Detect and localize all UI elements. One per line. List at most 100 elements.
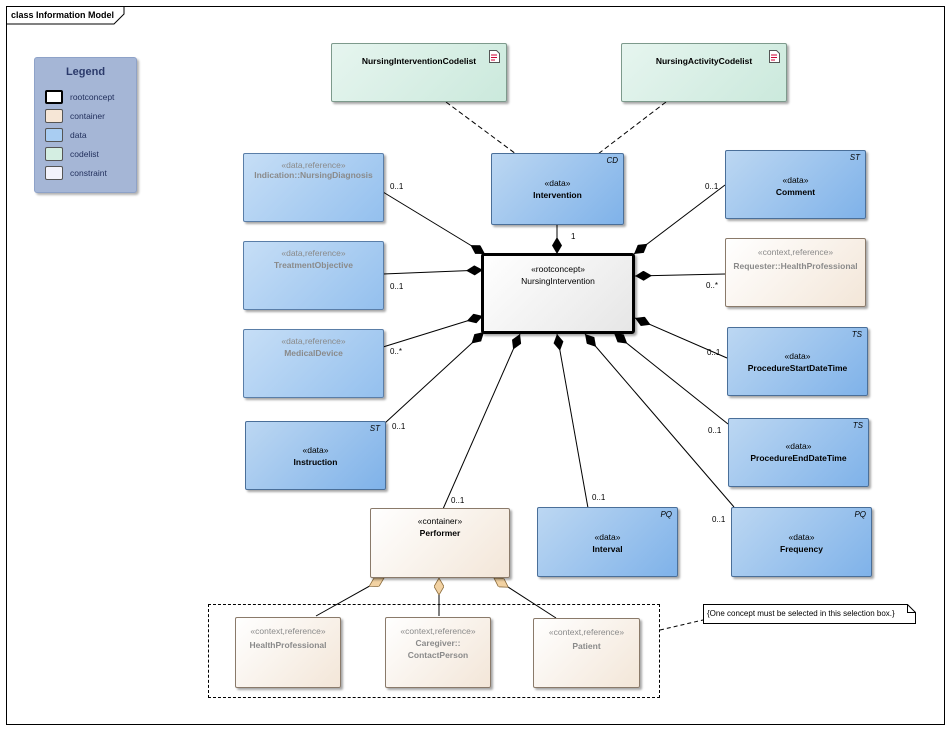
class-stereotype: «data» — [785, 441, 812, 451]
class-treatment-objective[interactable]: «data,reference» TreatmentObjective — [243, 241, 384, 310]
multiplicity-interval: 0..1 — [592, 493, 606, 502]
legend-title: Legend — [65, 66, 106, 78]
link-performer — [442, 333, 522, 510]
class-caregiver-contact-person[interactable]: «context,reference» Caregiver:: ContactP… — [385, 617, 491, 688]
class-patient[interactable]: «context,reference» Patient — [533, 618, 640, 688]
class-intervention[interactable]: CD «data» Intervention — [491, 153, 624, 225]
constraint-note[interactable]: {One concept must be selected in this se… — [703, 604, 916, 624]
class-stereotype: «data,reference» — [281, 336, 346, 346]
class-stereotype: «context,reference» — [548, 627, 625, 637]
class-medical-device[interactable]: «data,reference» MedicalDevice — [243, 329, 384, 398]
class-name: Requester::HealthProfessional — [733, 261, 858, 271]
class-stereotype: «data,reference» — [281, 160, 346, 170]
class-stereotype: «data» — [594, 532, 621, 542]
class-stereotype: «data» — [788, 532, 815, 542]
class-comment[interactable]: ST «data» Comment — [725, 150, 866, 219]
class-nursing-activity-codelist[interactable]: NursingActivityCodelist — [621, 43, 787, 102]
class-stereotype: «rootconcept» — [531, 264, 585, 274]
type-tag: CD — [606, 156, 618, 165]
class-name-line2: ContactPerson — [407, 650, 469, 660]
legend-swatch — [45, 166, 63, 180]
multiplicity-comment: 0..1 — [705, 182, 719, 191]
class-name: Frequency — [780, 544, 823, 554]
class-frequency[interactable]: PQ «data» Frequency — [731, 507, 872, 577]
multiplicity-performer: 0..1 — [451, 496, 465, 505]
selection-box-constraint — [208, 604, 660, 698]
class-indication-nursing-diagnosis[interactable]: «data,reference» Indication::NursingDiag… — [243, 153, 384, 222]
type-tag: TS — [852, 421, 863, 430]
class-name: Indication::NursingDiagnosis — [254, 170, 373, 180]
class-name: ProcedureStartDateTime — [747, 363, 848, 373]
note-link — [659, 619, 704, 631]
frame-title-tab — [6, 6, 125, 25]
class-name: Patient — [572, 641, 601, 651]
class-requester-health-professional[interactable]: «context,reference» Requester::HealthPro… — [725, 238, 866, 307]
multiplicity-procedure-start: 0..1 — [707, 348, 721, 357]
class-procedure-end-date-time[interactable]: TS «data» ProcedureEndDateTime — [728, 418, 869, 487]
legend-label: codelist — [70, 149, 99, 159]
class-health-professional[interactable]: «context,reference» HealthProfessional — [235, 617, 341, 688]
type-tag: PQ — [660, 510, 672, 519]
link-frequency — [584, 333, 735, 508]
class-name: ProcedureEndDateTime — [750, 453, 847, 463]
class-name: NursingActivityCodelist — [655, 56, 753, 66]
multiplicity-procedure-end: 0..1 — [708, 426, 722, 435]
multiplicity-requester: 0..* — [706, 281, 719, 290]
class-name: Interval — [592, 544, 623, 554]
class-stereotype: «data» — [782, 175, 809, 185]
class-procedure-start-date-time[interactable]: TS «data» ProcedureStartDateTime — [727, 327, 868, 396]
link-requester — [634, 270, 726, 281]
link-performer-health-professional — [315, 578, 384, 617]
type-tag: ST — [369, 424, 380, 433]
class-performer[interactable]: «container» Performer — [370, 508, 510, 578]
multiplicity-instruction: 0..1 — [392, 422, 406, 431]
class-instruction[interactable]: ST «data» Instruction — [245, 421, 386, 490]
multiplicity-frequency: 0..1 — [712, 515, 726, 524]
multiplicity-medical-device: 0..* — [390, 347, 403, 356]
class-stereotype: «data» — [302, 445, 329, 455]
class-name: Intervention — [533, 190, 582, 200]
link-treatment-objective — [382, 265, 484, 276]
legend-label: container — [70, 111, 105, 121]
class-name: Performer — [419, 528, 461, 538]
class-nursing-intervention-codelist[interactable]: NursingInterventionCodelist — [331, 43, 507, 102]
class-name: HealthProfessional — [249, 640, 327, 650]
link-comment — [633, 184, 726, 255]
class-name: TreatmentObjective — [274, 260, 353, 270]
document-icon — [489, 50, 500, 63]
class-stereotype: «context,reference» — [250, 626, 326, 636]
legend-label: rootconcept — [70, 92, 115, 102]
class-stereotype: «context,reference» — [757, 247, 834, 257]
diagram-frame — [6, 6, 945, 725]
class-stereotype: «data» — [784, 351, 811, 361]
type-tag: TS — [851, 330, 862, 339]
type-tag: PQ — [854, 510, 866, 519]
link-performer-patient — [494, 578, 557, 619]
frame-title-text: class Information Model — [11, 10, 115, 20]
class-name: NursingInterventionCodelist — [361, 56, 477, 66]
multiplicity-treatment-objective: 0..1 — [390, 282, 404, 291]
multiplicity-intervention: 1 — [571, 232, 576, 241]
legend-swatch — [45, 128, 63, 142]
type-tag: ST — [849, 153, 860, 162]
link-instruction — [384, 331, 485, 424]
link-procedure-end — [613, 332, 729, 425]
multiplicity-indication: 0..1 — [390, 182, 404, 191]
legend-label: data — [70, 130, 87, 140]
codelist-link-activity — [597, 101, 667, 155]
frame-title: class Information Model — [6, 6, 125, 25]
class-interval[interactable]: PQ «data» Interval — [537, 507, 678, 577]
class-stereotype: «data,reference» — [281, 248, 346, 258]
class-nursing-intervention-root[interactable]: «rootconcept» NursingIntervention — [481, 253, 635, 334]
link-medical-device — [382, 313, 484, 348]
class-stereotype: «container» — [417, 516, 463, 526]
class-name: NursingIntervention — [521, 276, 595, 286]
class-stereotype: «data» — [544, 178, 571, 188]
link-procedure-start — [634, 316, 728, 359]
class-name-line1: Caregiver:: — [415, 638, 461, 648]
codelist-link-intervention — [445, 101, 517, 155]
legend-label: constraint — [70, 168, 107, 178]
note-text: {One concept must be selected in this se… — [707, 609, 895, 618]
class-name: MedicalDevice — [284, 348, 343, 358]
